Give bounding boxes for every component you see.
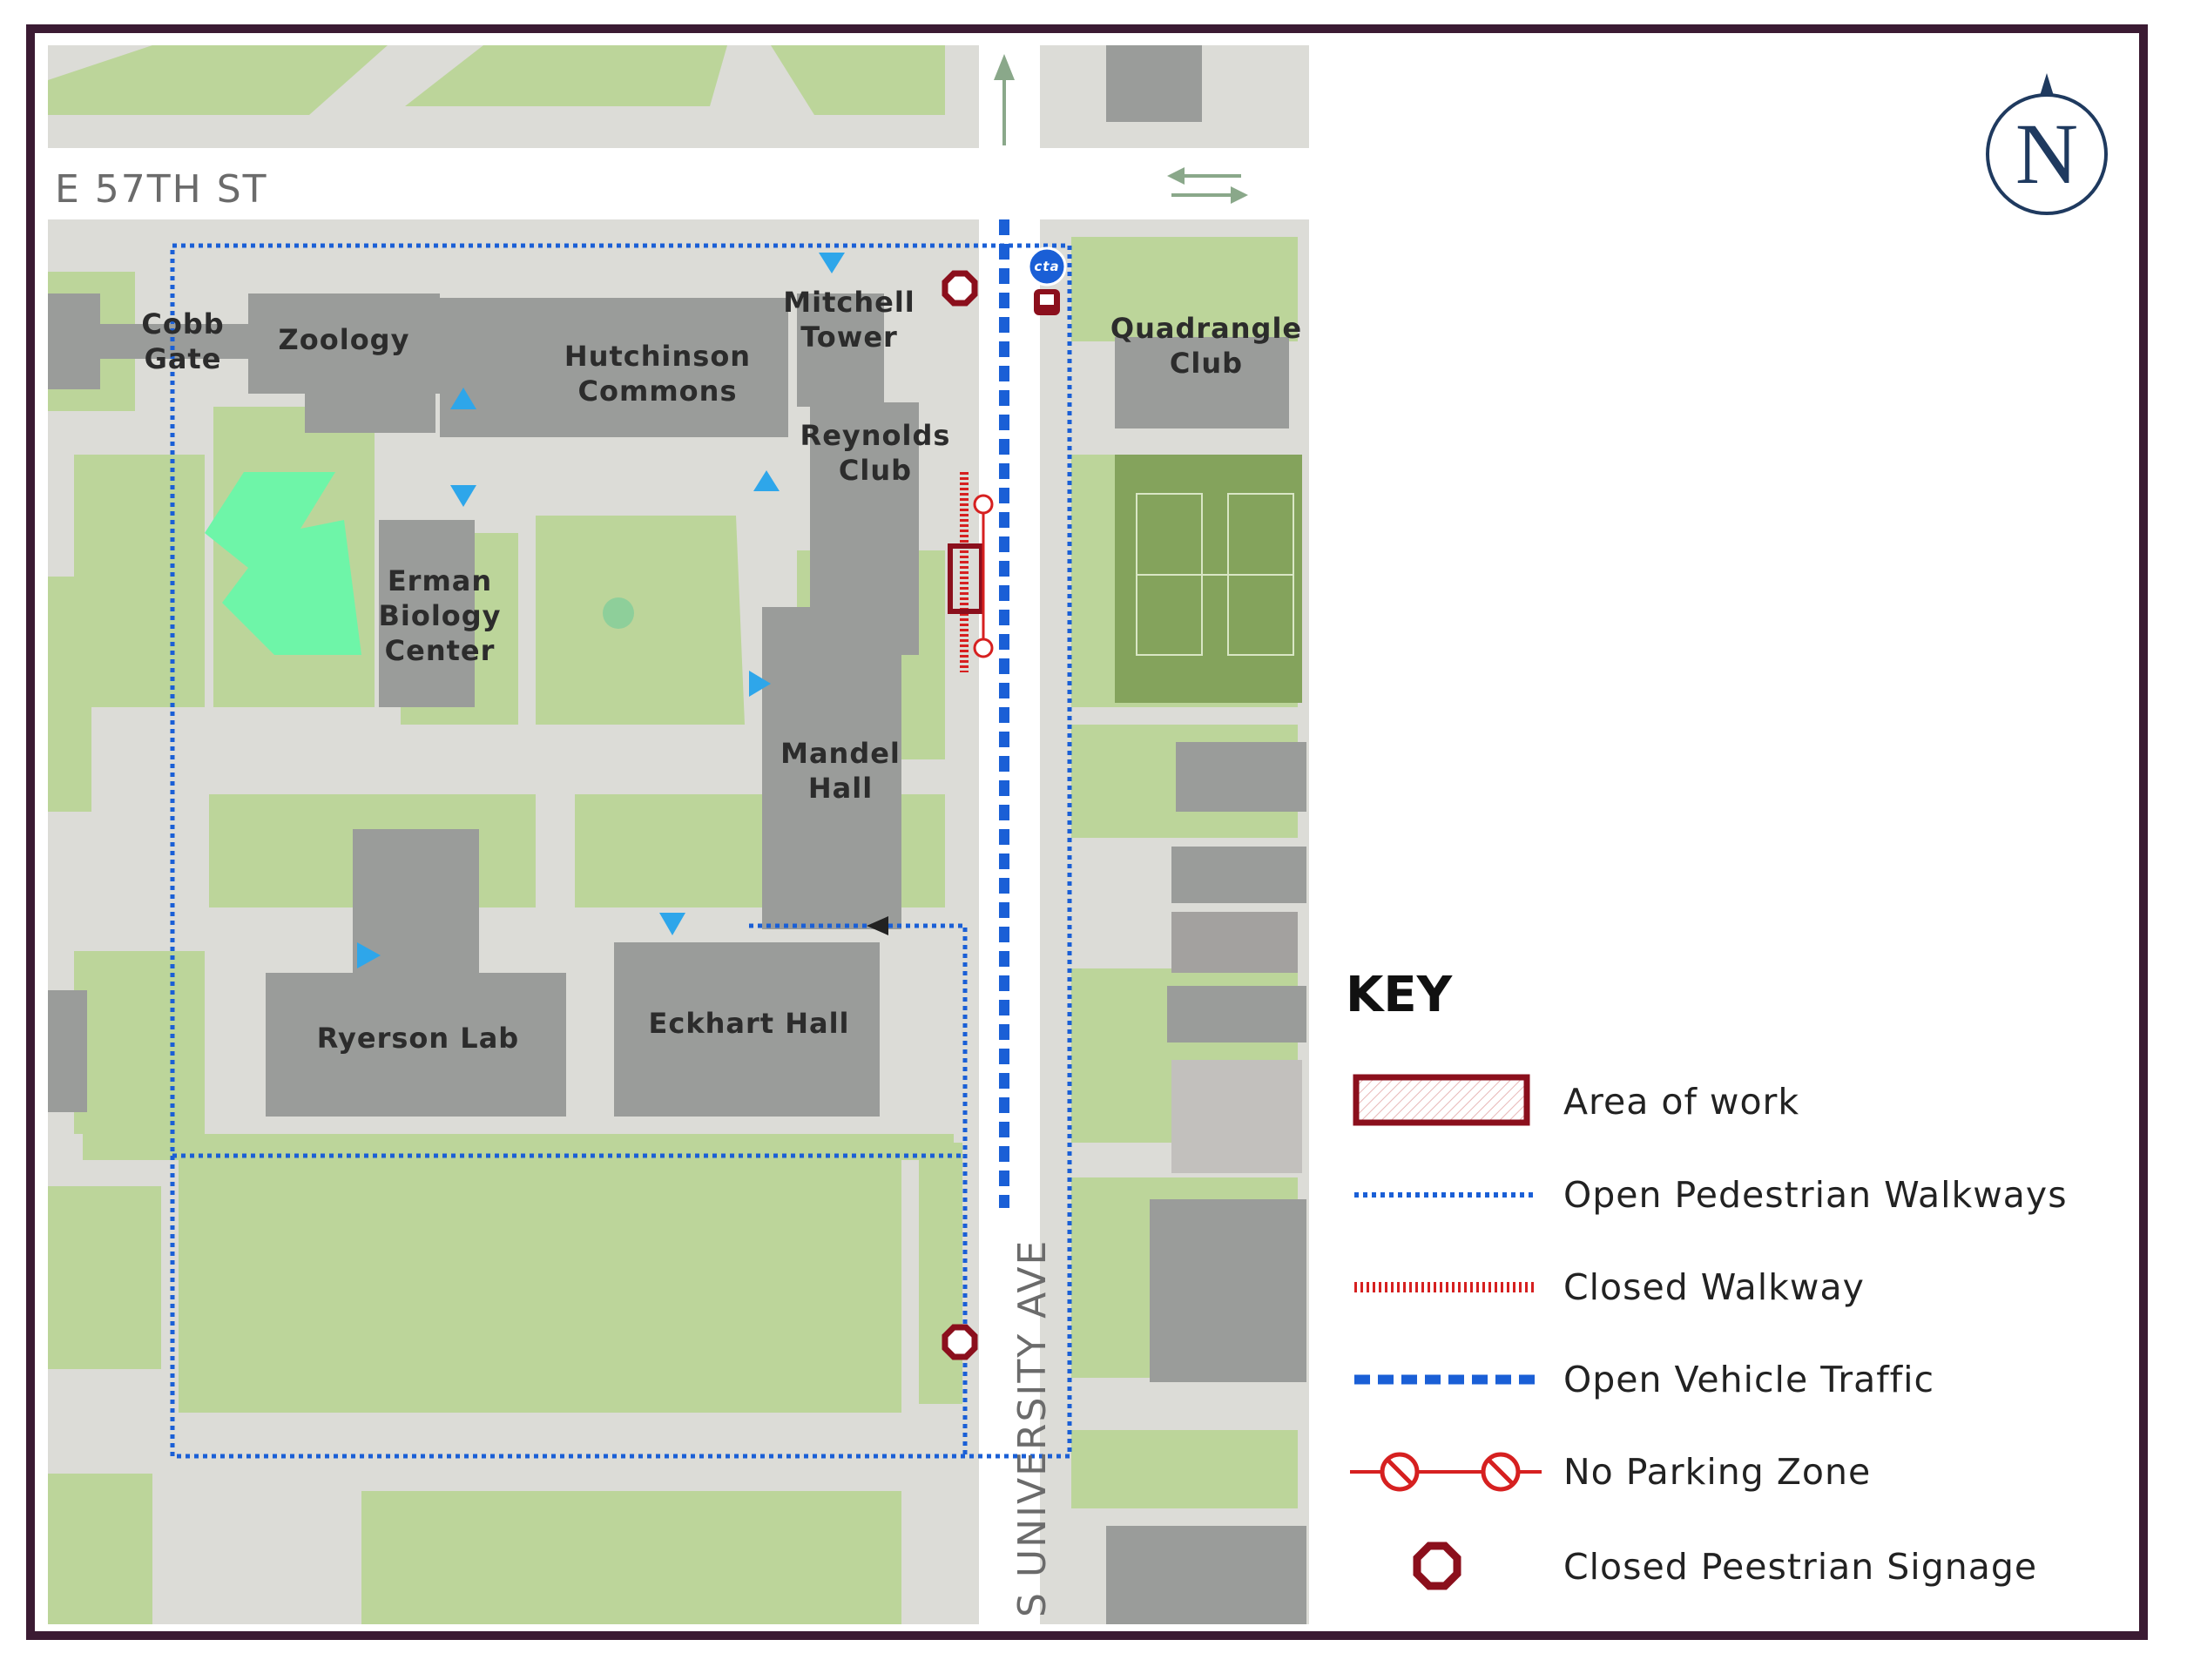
area-of-work-swatch xyxy=(1353,1074,1530,1126)
label-ryerson-lab: Ryerson Lab xyxy=(316,1022,520,1055)
key-item-area-of-work: Area of work xyxy=(1346,1067,2130,1137)
label-zoology: Zoology xyxy=(278,323,410,356)
label-quadrangle-club: Quadrangle Club xyxy=(1110,312,1303,380)
key-label-open-vehicle-traffic: Open Vehicle Traffic xyxy=(1563,1359,1934,1400)
no-parking-icon xyxy=(973,494,994,515)
cta-icon xyxy=(1027,246,1067,287)
direction-arrow-dark xyxy=(867,916,888,935)
closed-signage-icon xyxy=(942,1324,978,1360)
key-title: KEY xyxy=(1346,967,1453,1023)
closed-walkway-swatch xyxy=(1354,1282,1537,1292)
label-cobb-gate: Cobb Gate xyxy=(141,307,225,375)
key-label-no-parking-zone: No Parking Zone xyxy=(1563,1451,1872,1493)
label-erman-biology-center: Erman Biology Center xyxy=(378,564,502,667)
no-parking-icon xyxy=(973,638,994,658)
campus-map: Cobb Gate Zoology Hutchinson Commons Mit… xyxy=(48,45,1309,1624)
area-of-work-box xyxy=(948,543,984,614)
key-label-area-of-work: Area of work xyxy=(1563,1081,1800,1123)
key-label-open-pedestrian-walkways: Open Pedestrian Walkways xyxy=(1563,1174,2068,1216)
compass-icon xyxy=(1986,73,2108,215)
label-mitchell-tower: Mitchell Tower xyxy=(783,286,915,354)
key-item-open-pedestrian-walkways: Open Pedestrian Walkways xyxy=(1346,1160,2130,1230)
street-e-57th-st: E 57TH ST xyxy=(55,167,268,212)
compass-letter: N xyxy=(2015,105,2079,202)
label-mandel-hall: Mandel Hall xyxy=(780,737,901,805)
pedestrian-walkways-swatch xyxy=(1354,1192,1537,1198)
closed-signage-swatch xyxy=(1413,1542,1461,1590)
key-item-closed-walkway: Closed Walkway xyxy=(1346,1252,2130,1322)
pedestrian-walkways xyxy=(170,243,1072,1459)
key-item-open-vehicle-traffic: Open Vehicle Traffic xyxy=(1346,1345,2130,1414)
label-reynolds-club: Reynolds Club xyxy=(800,419,951,487)
street-s-university-ave: S UNIVERSITY AVE xyxy=(1010,1238,1055,1617)
cta-badge-text: cta xyxy=(1034,259,1060,274)
key-label-closed-pedestrian-signage: Closed Peestrian Signage xyxy=(1563,1546,2038,1588)
map-base xyxy=(48,45,1309,1624)
label-eckhart-hall: Eckhart Hall xyxy=(648,1007,850,1040)
e-57th-st-road xyxy=(48,148,1309,219)
key-label-closed-walkway: Closed Walkway xyxy=(1563,1266,1865,1308)
key-item-no-parking-zone: No Parking Zone xyxy=(1346,1437,2130,1507)
label-hutchinson-commons: Hutchinson Commons xyxy=(564,340,752,408)
no-parking-swatch xyxy=(1350,1452,1542,1492)
direction-arrows xyxy=(357,253,845,968)
key-item-closed-pedestrian-signage: Closed Peestrian Signage xyxy=(1346,1537,2130,1607)
closed-signage-icon xyxy=(942,270,978,307)
compass-rose: N xyxy=(1977,71,2116,228)
vehicle-traffic-swatch xyxy=(1354,1374,1537,1385)
